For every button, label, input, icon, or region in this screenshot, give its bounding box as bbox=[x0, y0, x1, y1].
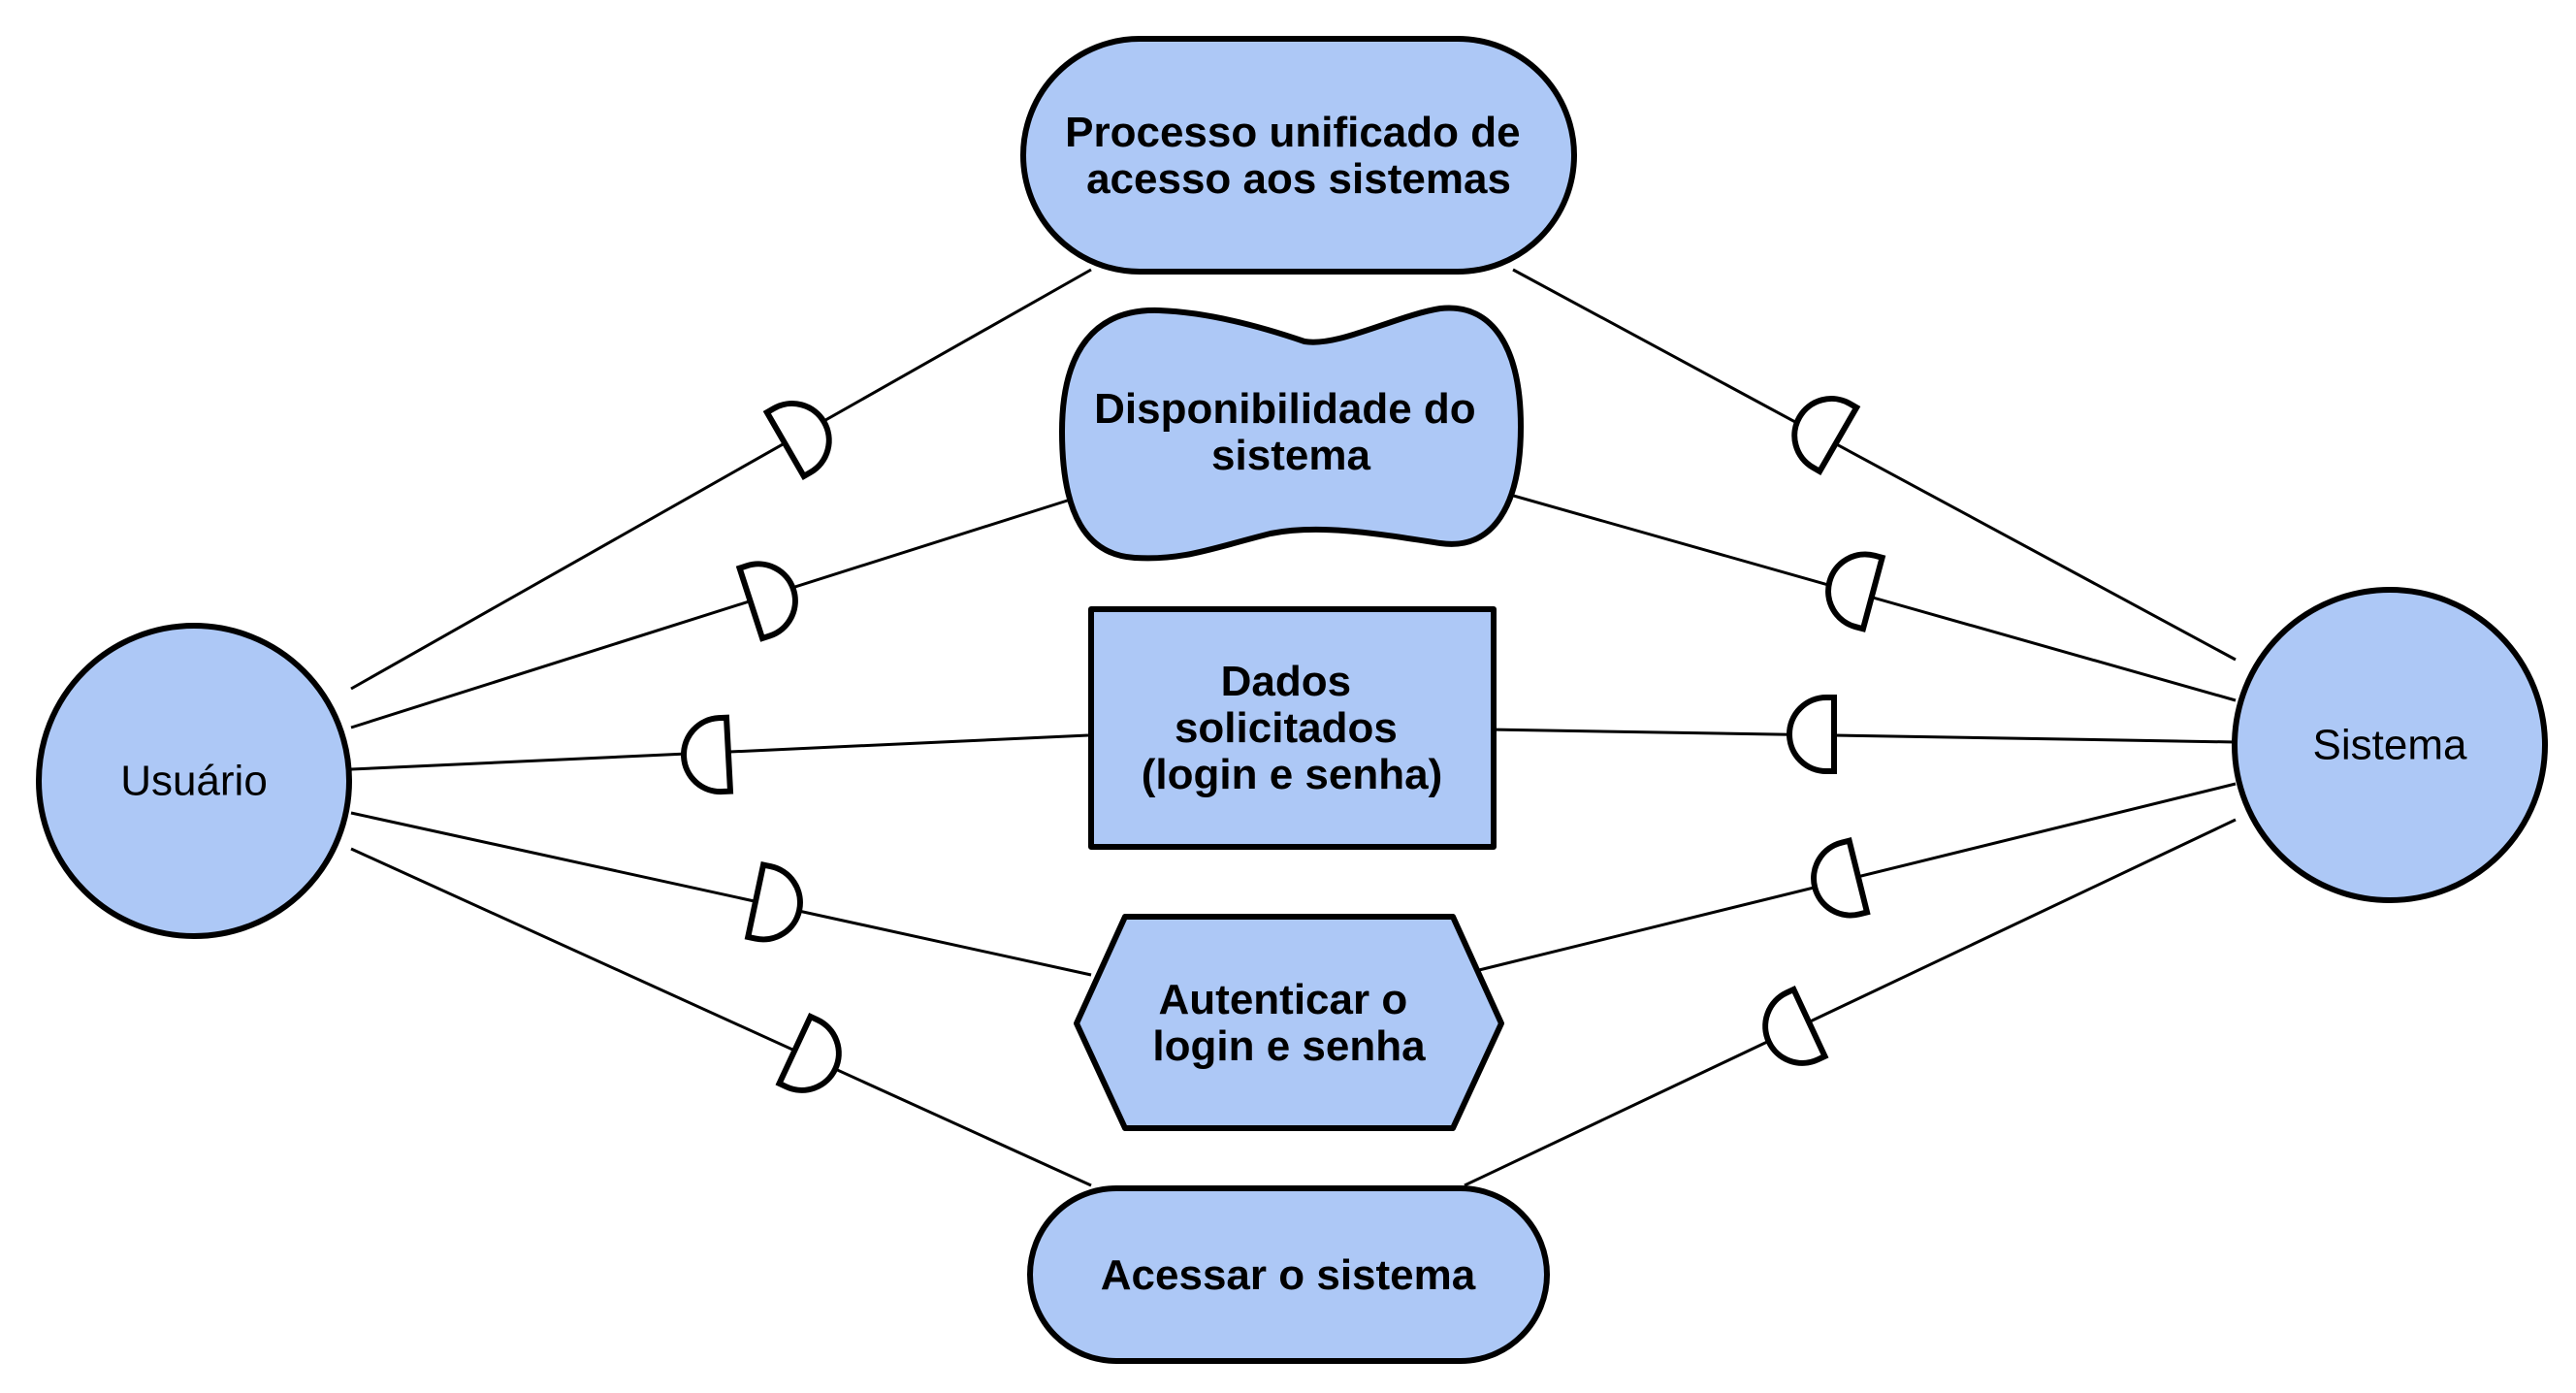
actor-sistema-label: Sistema bbox=[2313, 722, 2467, 769]
connector-symbol-left-5 bbox=[775, 1013, 842, 1093]
node-autenticar-label: Autenticar o login e senha bbox=[1152, 976, 1426, 1070]
node-dados-label: Dados solicitados (login e senha) bbox=[1142, 658, 1442, 798]
edge-usuario-acessar bbox=[350, 847, 1092, 1187]
node-dados-shape bbox=[1088, 606, 1497, 850]
connector-symbol-right-2 bbox=[1825, 551, 1886, 632]
actor-sistema[interactable]: Sistema bbox=[2232, 587, 2548, 903]
node-disponibilidade[interactable]: Disponibilidade do sistema bbox=[1059, 305, 1524, 562]
edge-acessar-sistema bbox=[1464, 818, 2237, 1187]
connector-symbol-right-5 bbox=[1762, 986, 1829, 1066]
node-dados-line-3: (login e senha) bbox=[1142, 751, 1442, 798]
edge-processo-sistema bbox=[1512, 268, 2237, 662]
actor-usuario-circle bbox=[36, 623, 352, 939]
node-disponibilidade-shape bbox=[1059, 305, 1524, 562]
actor-sistema-circle bbox=[2232, 587, 2548, 903]
connector-symbol-left-2 bbox=[735, 561, 798, 642]
connectors bbox=[681, 396, 1886, 1093]
node-dados[interactable]: Dados solicitados (login e senha) bbox=[1088, 606, 1497, 850]
connector-symbol-right-4 bbox=[1811, 837, 1871, 919]
edge-dados-sistema bbox=[1488, 728, 2237, 744]
node-acessar-line-1: Acessar o sistema bbox=[1101, 1251, 1476, 1299]
connector-symbol-left-4 bbox=[744, 861, 803, 943]
node-disponibilidade-line-2: sistema bbox=[1211, 432, 1370, 479]
node-acessar[interactable]: Acessar o sistema bbox=[1027, 1185, 1550, 1364]
node-dados-line-2: solicitados bbox=[1175, 704, 1398, 752]
connector-symbol-right-3 bbox=[1787, 695, 1837, 774]
edge-usuario-disponibilidade bbox=[350, 496, 1078, 729]
node-processo-shape bbox=[1020, 36, 1577, 275]
actor-usuario[interactable]: Usuário bbox=[36, 623, 352, 939]
node-acessar-shape bbox=[1027, 1185, 1550, 1364]
node-disponibilidade-line-1: Disponibilidade do bbox=[1094, 385, 1476, 433]
node-autenticar-line-2: login e senha bbox=[1152, 1022, 1426, 1070]
edge-usuario-processo bbox=[350, 268, 1092, 691]
connector-symbol-left-3 bbox=[681, 714, 734, 795]
node-autenticar[interactable]: Autenticar o login e senha bbox=[1074, 914, 1504, 1131]
connector-symbol-right-1 bbox=[1791, 396, 1861, 476]
node-autenticar-shape bbox=[1074, 914, 1504, 1131]
node-autenticar-line-1: Autenticar o bbox=[1159, 976, 1408, 1023]
node-processo-label: Processo unificado de acesso aos sistema… bbox=[1065, 109, 1532, 203]
connector-symbol-left-1 bbox=[762, 401, 832, 481]
node-processo[interactable]: Processo unificado de acesso aos sistema… bbox=[1020, 36, 1577, 275]
node-processo-line-1: Processo unificado de bbox=[1065, 109, 1520, 156]
node-processo-line-2: acesso aos sistemas bbox=[1086, 155, 1511, 203]
node-dados-line-1: Dados bbox=[1221, 658, 1351, 705]
node-disponibilidade-label: Disponibilidade do sistema bbox=[1094, 385, 1488, 479]
actor-usuario-label: Usuário bbox=[120, 758, 268, 805]
node-acessar-label: Acessar o sistema bbox=[1101, 1251, 1476, 1299]
edge-usuario-autenticar bbox=[350, 811, 1092, 977]
